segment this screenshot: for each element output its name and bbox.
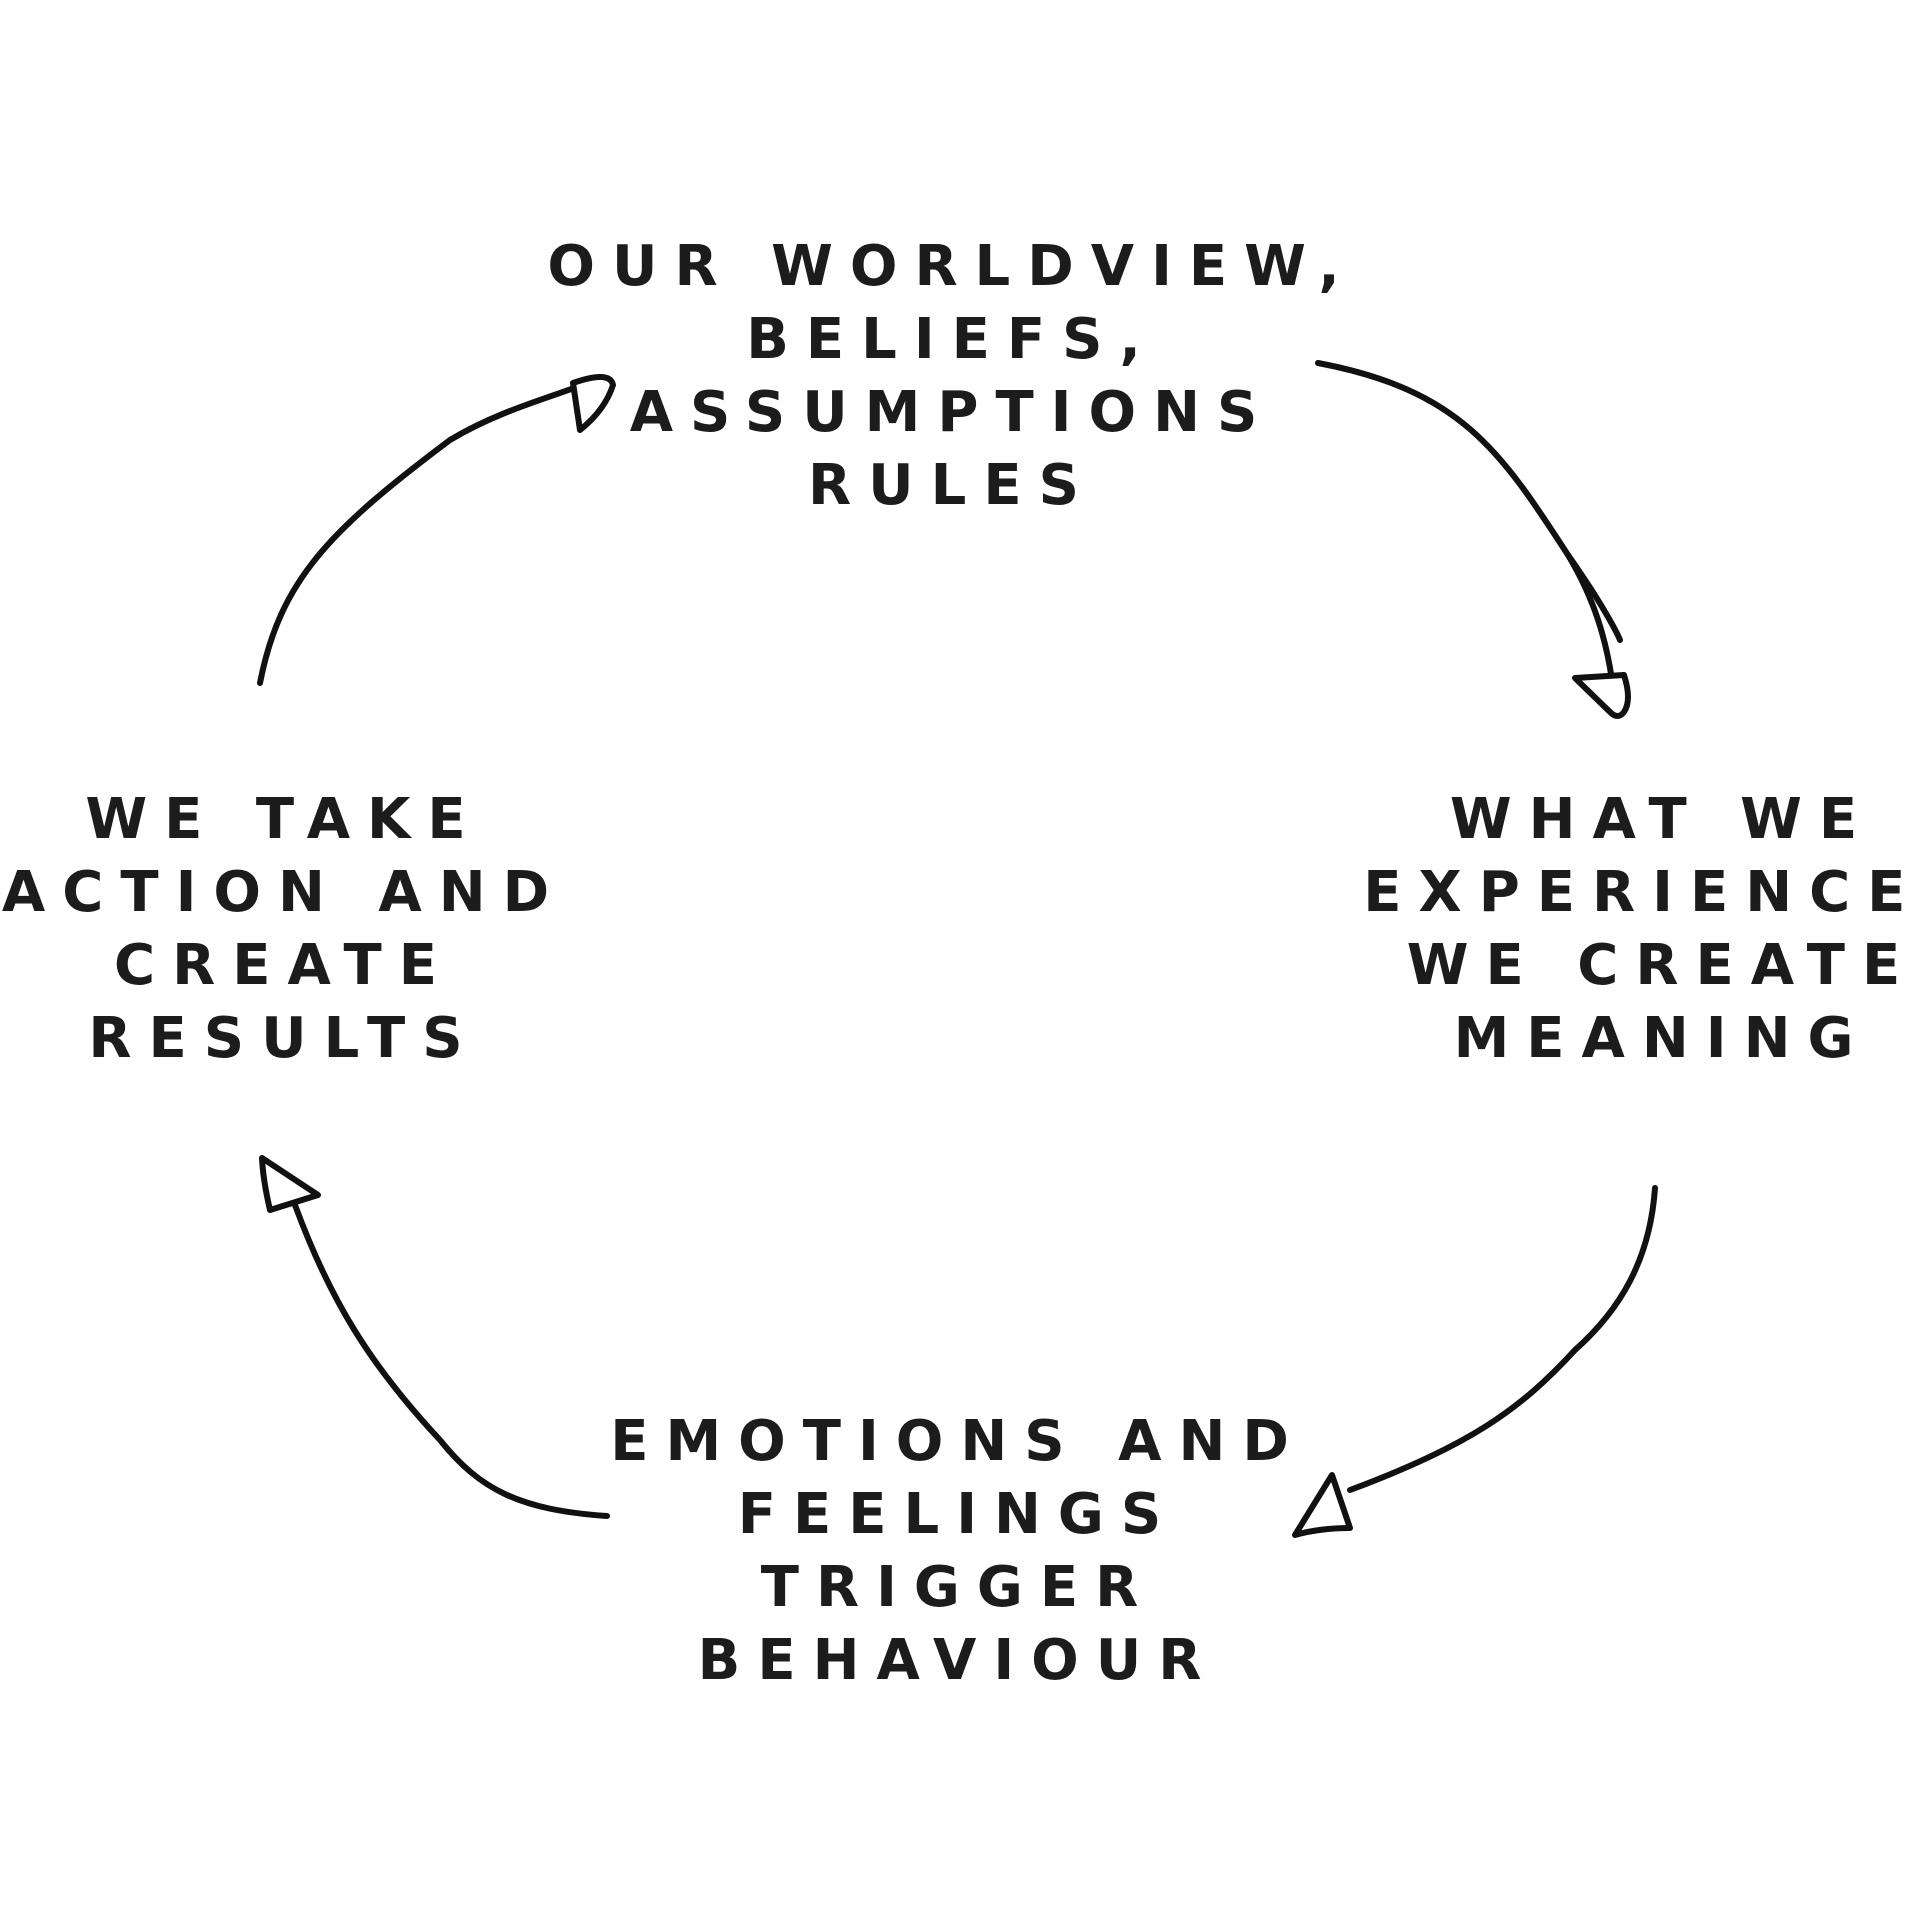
node-experience-meaning: WHAT WE EXPERIENCE. WE CREATE MEANING [1363,783,1920,1075]
node-emotions-behaviour: EMOTIONS AND FEELINGS TRIGGER BEHAVIOUR [610,1405,1306,1697]
node-text-line: MEANING [1453,1006,1871,1071]
node-text-line: WE TAKE [85,787,483,852]
node-worldview-beliefs: OUR WORLDVIEW, BELIEFS, ASSUMPTIONS RULE… [547,230,1356,522]
node-text-line: TRIGGER [760,1555,1156,1620]
arrow-emotions-to-action [259,1155,610,1519]
arrow-worldview-to-experience [1315,360,1631,719]
node-text-line: ACTION AND [1,860,567,925]
node-text-line: CREATE [114,933,454,998]
node-text-line: BEHAVIOUR [697,1628,1219,1693]
arrow-action-to-worldview [257,374,616,686]
node-text-line: RULES [808,453,1096,518]
node-text-line: OUR WORLDVIEW, [547,234,1357,299]
node-text-line: RESULTS [88,1006,480,1071]
node-action-results: WE TAKE ACTION AND CREATE RESULTS [2,783,566,1075]
node-text-line: BELIEFS, [746,307,1158,372]
node-text-line: EXPERIENCE. [1363,860,1920,925]
node-text-line: WE CREATE [1406,933,1918,998]
node-text-line: ASSUMPTIONS [629,380,1275,445]
arrow-experience-to-emotions [1292,1185,1658,1538]
node-text-line: WHAT WE [1449,787,1875,852]
node-text-line: EMOTIONS AND [610,1409,1306,1474]
node-text-line: FEELINGS [737,1482,1179,1547]
